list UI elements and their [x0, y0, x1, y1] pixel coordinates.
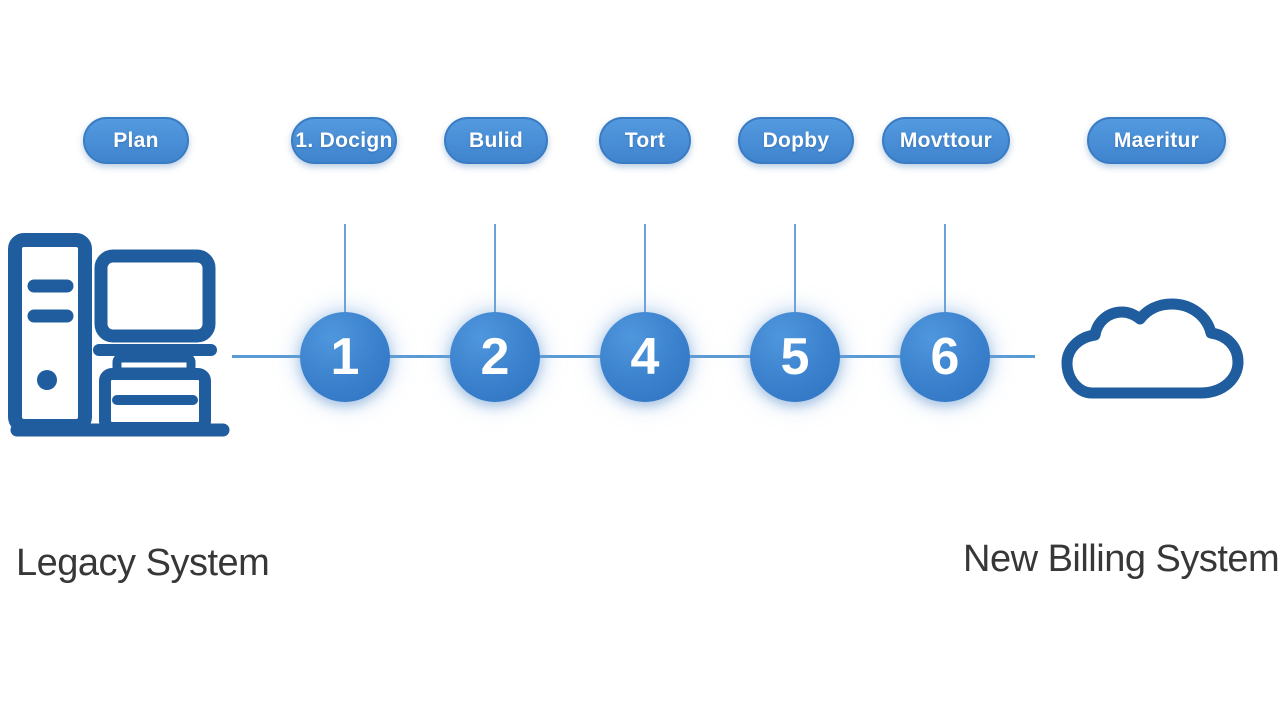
step-circle-4: 5 — [750, 312, 840, 402]
phase-pill-build: Bulid — [444, 117, 548, 164]
connector-line-vertical-2 — [494, 224, 496, 316]
phase-pill-plan: Plan — [83, 117, 189, 164]
phase-pill-label: Bulid — [469, 128, 523, 152]
step-number: 5 — [780, 328, 810, 386]
phase-pill-label: Tort — [624, 128, 666, 152]
new-billing-system-label: New Billing System — [963, 538, 1280, 580]
step-number: 1 — [330, 328, 360, 386]
step-circle-3: 4 — [600, 312, 690, 402]
connector-line-vertical-4 — [794, 224, 796, 316]
phase-pill-label: Movttour — [899, 128, 993, 152]
step-number: 2 — [480, 328, 510, 386]
connector-line-vertical-5 — [944, 224, 946, 316]
phase-pill-test: Tort — [599, 117, 691, 164]
connector-line-vertical-3 — [644, 224, 646, 316]
cloud-icon — [1042, 290, 1248, 409]
connector-line-vertical-1 — [344, 224, 346, 316]
phase-pill-design: 1. Docign — [291, 117, 397, 164]
step-circle-1: 1 — [300, 312, 390, 402]
step-number: 4 — [630, 328, 660, 386]
step-circle-2: 2 — [450, 312, 540, 402]
step-circle-5: 6 — [900, 312, 990, 402]
phase-pill-label: 1. Docign — [295, 128, 393, 152]
phase-pill-monitor: Movttour — [882, 117, 1010, 164]
legacy-server-computer-icon — [5, 228, 233, 445]
phase-pill-label: Maeritur — [1113, 128, 1200, 152]
step-number: 6 — [930, 328, 960, 386]
phase-pill-deploy: Dopby — [738, 117, 854, 164]
phase-pill-label: Plan — [113, 128, 159, 152]
phase-pill-monitor-2: Maeritur — [1087, 117, 1226, 164]
phase-pill-label: Dopby — [762, 128, 830, 152]
legacy-system-label: Legacy System — [16, 542, 270, 584]
